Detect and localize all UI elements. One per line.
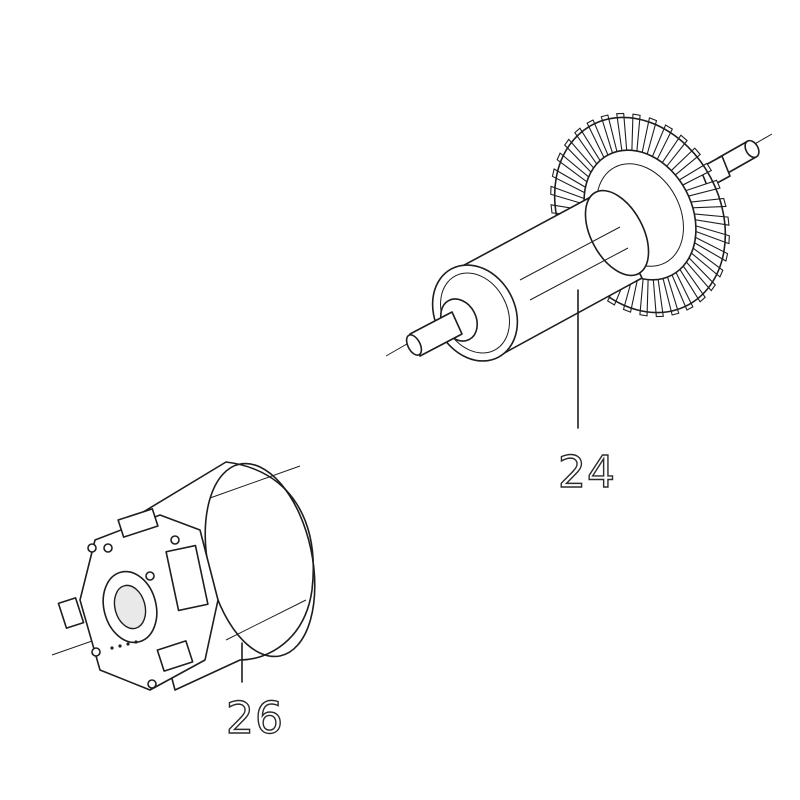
fan-blade [652,278,664,318]
armature-shaft-right [699,139,760,189]
terminal-dot [134,640,138,644]
stator-end-plate [57,508,219,691]
armature-part[interactable] [385,87,773,429]
stator-part-number: 26 [226,693,284,744]
fan-blade [616,112,628,152]
stator-part[interactable] [51,453,331,691]
terminal-dot [110,646,114,650]
armature-core [431,189,650,362]
terminal-dot [126,642,130,646]
armature-shaft-left [405,298,479,357]
armature-part-number: 24 [558,447,616,498]
terminal-dot [118,644,122,648]
